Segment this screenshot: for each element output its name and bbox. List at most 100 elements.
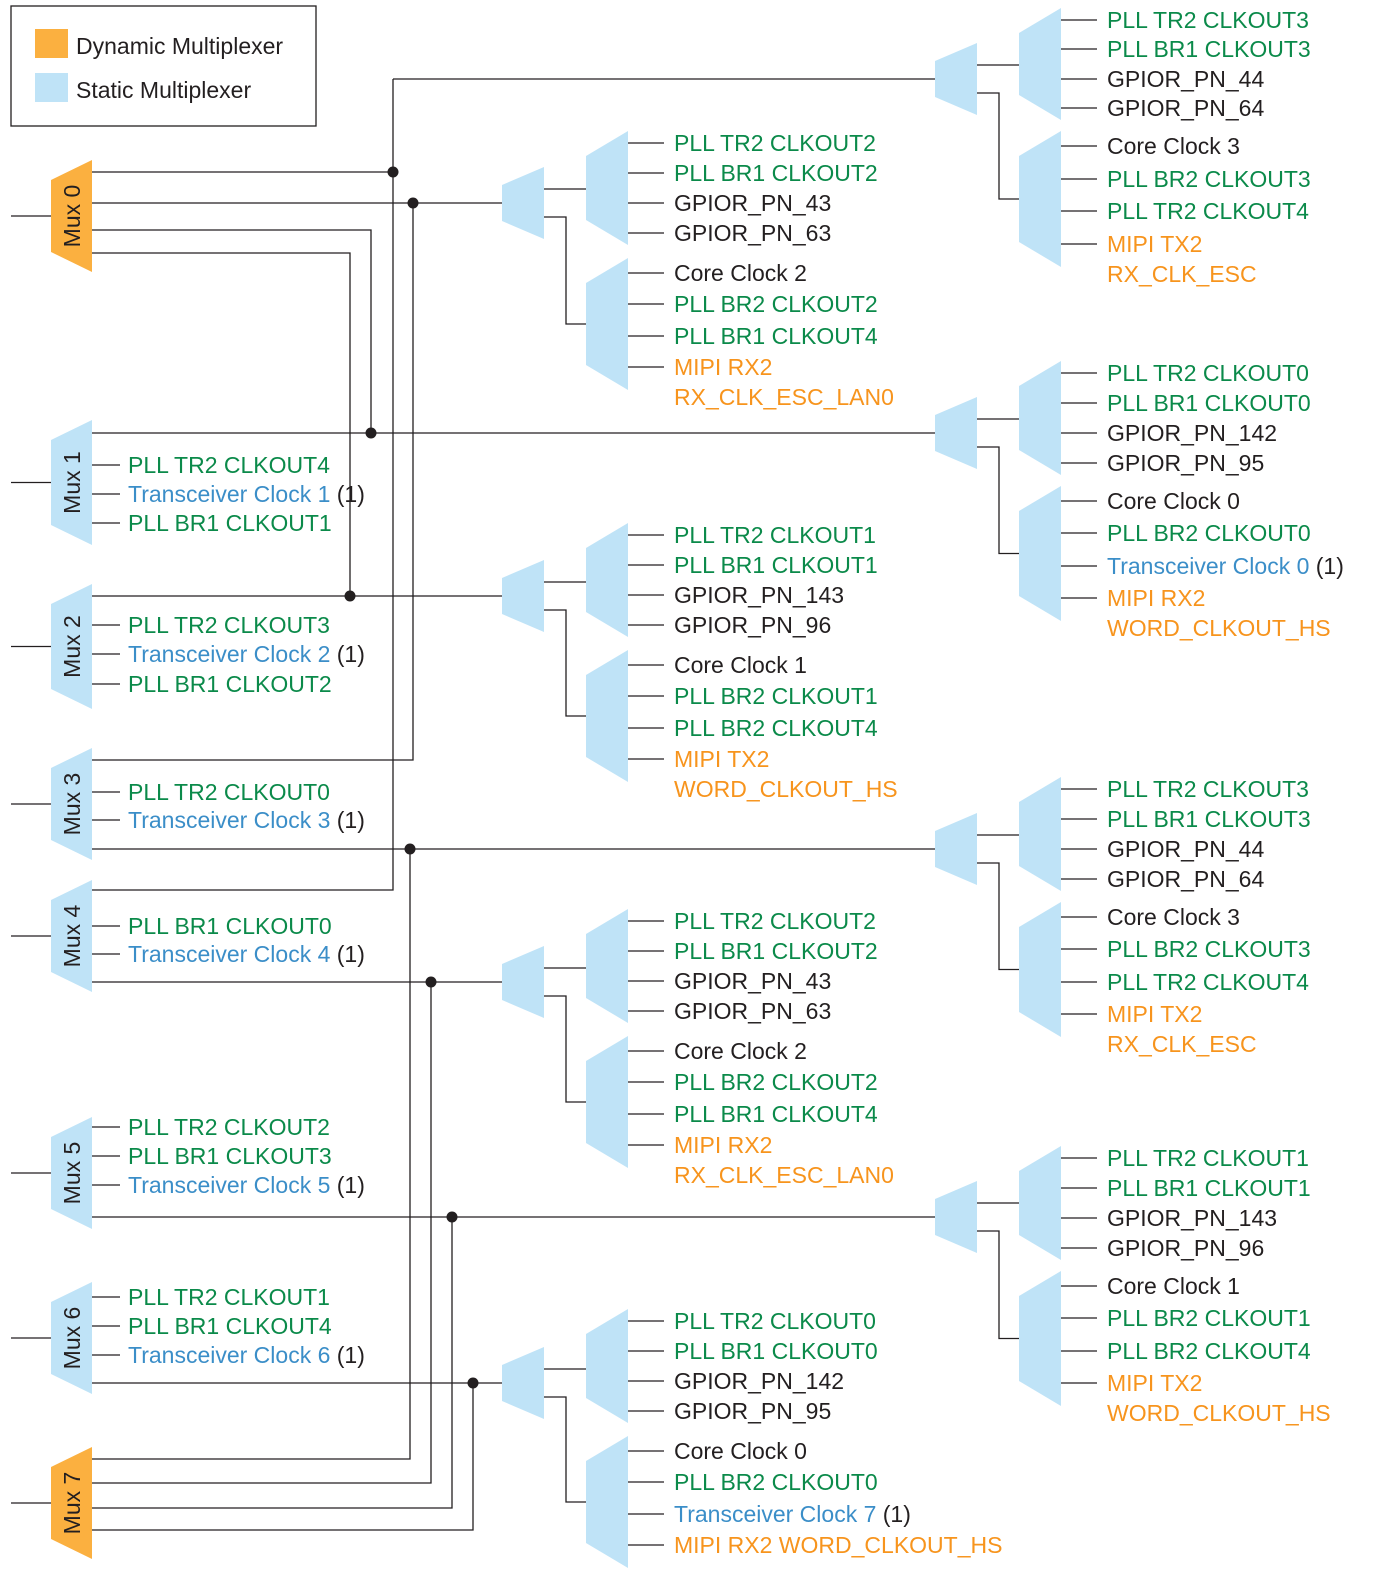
clock-input-text: GPIOR_PN_96 [1107,1235,1264,1261]
output-group-3 [502,1309,664,1568]
clock-input-text: GPIOR_PN_63 [674,220,831,246]
output-group-6 [935,777,1097,1037]
clock-input-label: GPIOR_PN_142 [1107,420,1277,446]
clock-input-text: PLL BR1 CLKOUT0 [674,1338,878,1364]
mux-input-text: PLL BR1 CLKOUT0 [128,913,332,939]
lower-link [544,216,586,325]
lower-mux-shape [586,1436,628,1568]
clock-input-text: PLL TR2 CLKOUT1 [1107,1145,1309,1171]
clock-input-text: GPIOR_PN_95 [674,1398,831,1424]
mux-input-label: PLL TR2 CLKOUT2 [128,1114,330,1140]
clock-input-label: GPIOR_PN_44 [1107,66,1264,92]
junction-dot [365,427,377,439]
legend-swatch-dynamic [35,29,68,58]
mux-input-label: Transceiver Clock 5 (1) [128,1172,365,1198]
upper-mux-shape [1019,8,1061,120]
mux-input-text: Transceiver Clock 3 [128,807,330,833]
select-mux-shape [502,946,544,1018]
clock-input-label: MIPI RX2 [674,1132,772,1158]
lower-mux-shape [586,258,628,390]
clock-input-text: Core Clock 2 [674,260,807,286]
clock-input-text: Core Clock 3 [1107,904,1240,930]
clock-input-label: GPIOR_PN_95 [674,1398,831,1424]
clock-input-text: MIPI TX2 [1107,1001,1202,1027]
mux-7-label: Mux 7 [59,1472,85,1535]
mux-input-label: Transceiver Clock 1 (1) [128,481,365,507]
clock-input-label: PLL BR2 CLKOUT0 [1107,520,1311,546]
clock-input-text: PLL TR2 CLKOUT4 [1107,969,1309,995]
clock-input-label-line2: RX_CLK_ESC_LAN0 [674,1162,894,1188]
clock-input-label: PLL TR2 CLKOUT3 [1107,7,1309,33]
clock-input-label: Core Clock 2 [674,1038,807,1064]
legend-dynamic-label: Dynamic Multiplexer [76,33,283,59]
clock-input-label: PLL BR1 CLKOUT2 [674,160,878,186]
clock-input-label: PLL BR1 CLKOUT4 [674,1101,878,1127]
upper-mux-shape [1019,1146,1061,1260]
mux7-out-d [92,1383,474,1531]
clock-input-label: PLL BR2 CLKOUT3 [1107,936,1311,962]
clock-input-label: GPIOR_PN_64 [1107,866,1264,892]
mux-0-shape [51,160,92,272]
footnote-mark: (1) [330,1342,365,1368]
clock-input-text: PLL BR1 CLKOUT3 [1107,806,1311,832]
clock-input-label-line2: WORD_CLKOUT_HS [1107,1400,1331,1426]
clock-input-text: PLL TR2 CLKOUT2 [674,130,876,156]
select-mux-shape [935,1181,977,1253]
mux-2-label: Mux 2 [59,615,85,678]
mux-input-label: Transceiver Clock 3 (1) [128,807,365,833]
clock-input-label-line2: WORD_CLKOUT_HS [1107,615,1331,641]
clock-input-text: GPIOR_PN_44 [1107,66,1264,92]
mux-5-shape [51,1117,92,1229]
clock-input-text: GPIOR_PN_142 [1107,420,1277,446]
clock-input-text: MIPI RX2 WORD_CLKOUT_HS [674,1532,1002,1558]
junction-dot [467,1377,479,1389]
clock-input-label: PLL BR2 CLKOUT3 [1107,166,1311,192]
clock-input-label: PLL BR1 CLKOUT3 [1107,806,1311,832]
junction-dot [404,843,416,855]
lower-mux-shape [1019,131,1061,267]
output-group-4 [935,8,1097,267]
clock-input-text: PLL BR1 CLKOUT1 [674,552,878,578]
lower-mux-shape [1019,486,1061,621]
mux-input-text: PLL BR1 CLKOUT3 [128,1143,332,1169]
clock-input-text: PLL BR2 CLKOUT2 [674,291,878,317]
clock-input-label: GPIOR_PN_43 [674,190,831,216]
legend-box [10,5,317,127]
mux0-out-d [92,252,351,596]
clock-input-label: GPIOR_PN_96 [1107,1235,1264,1261]
clock-input-label: GPIOR_PN_44 [1107,836,1264,862]
clock-input-text: PLL BR2 CLKOUT1 [1107,1305,1311,1331]
legend: Dynamic Multiplexer Static Multiplexer [10,5,317,127]
clock-input-label-line2: WORD_CLKOUT_HS [674,776,898,802]
output-group-1 [502,523,664,782]
clock-input-label: MIPI RX2 [1107,585,1205,611]
junction-dot [446,1211,458,1223]
mux-input-text: PLL TR2 CLKOUT1 [128,1284,330,1310]
lower-link [544,995,586,1103]
clock-input-text: GPIOR_PN_44 [1107,836,1264,862]
mux-input-text: PLL BR1 CLKOUT4 [128,1313,332,1339]
clock-input-text: MIPI RX2 [674,354,772,380]
mux7-out-c [92,1217,453,1509]
lower-mux-shape [1019,902,1061,1037]
junction-dot [387,166,399,178]
mux-input-label: PLL BR1 CLKOUT1 [128,510,332,536]
upper-mux-shape [1019,777,1061,891]
clock-input-label: GPIOR_PN_143 [1107,1205,1277,1231]
mux-input-text: PLL BR1 CLKOUT1 [128,510,332,536]
clock-input-label: MIPI TX2 [1107,1001,1202,1027]
lower-link [544,609,586,717]
mux-input-label: PLL BR1 CLKOUT0 [128,913,332,939]
clock-input-label: GPIOR_PN_63 [674,220,831,246]
upper-mux-shape [1019,361,1061,475]
wiring [92,78,935,1531]
select-mux-shape [502,560,544,632]
clock-input-text: GPIOR_PN_143 [1107,1205,1277,1231]
output-group-5 [935,361,1097,621]
mux-input-label: PLL TR2 CLKOUT0 [128,779,330,805]
